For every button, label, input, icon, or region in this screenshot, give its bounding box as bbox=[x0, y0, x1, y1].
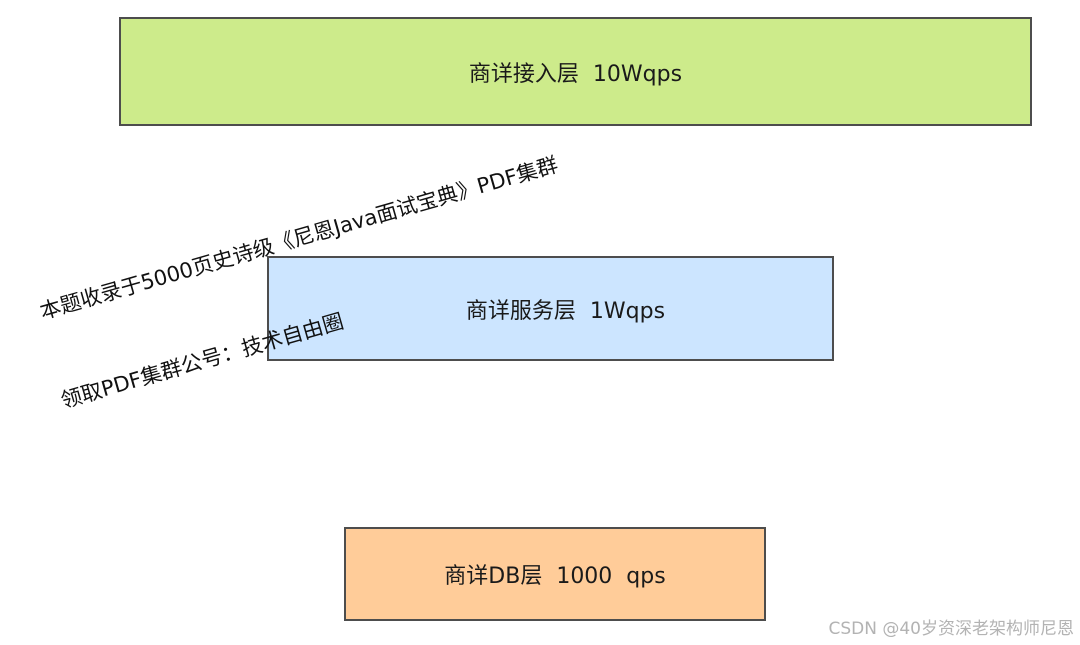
access-layer-label: 商详接入层 10Wqps bbox=[468, 61, 683, 87]
access-layer-box: 商详接入层 10Wqps bbox=[119, 17, 1032, 126]
db-layer-label: 商详DB层 1000 qps bbox=[444, 564, 666, 589]
service-layer-label: 商详服务层 1Wqps bbox=[465, 298, 666, 324]
service-layer-box: 商详服务层 1Wqps bbox=[267, 256, 834, 361]
csdn-credit: CSDN @40岁资深老架构师尼恩 bbox=[828, 619, 1074, 639]
db-layer-box: 商详DB层 1000 qps bbox=[344, 527, 766, 621]
